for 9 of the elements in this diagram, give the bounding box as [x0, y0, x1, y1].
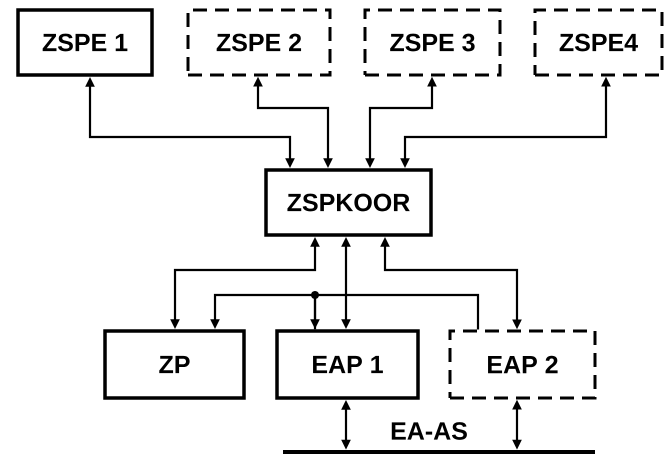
dashed-box: ZSPE 2 — [186, 8, 332, 76]
dashed-box: ZSPE4 — [534, 8, 664, 76]
unit-box: ZSPKOOR — [264, 168, 433, 237]
unit-box: ZSPE 1 — [16, 8, 154, 77]
bus-label: EA-AS — [392, 422, 467, 440]
dashed-box: ZSPE 3 — [364, 8, 502, 76]
unit-box: ZP — [103, 329, 246, 400]
unit-box: EAP 1 — [275, 329, 420, 400]
dashed-box: EAP 2 — [448, 330, 596, 400]
